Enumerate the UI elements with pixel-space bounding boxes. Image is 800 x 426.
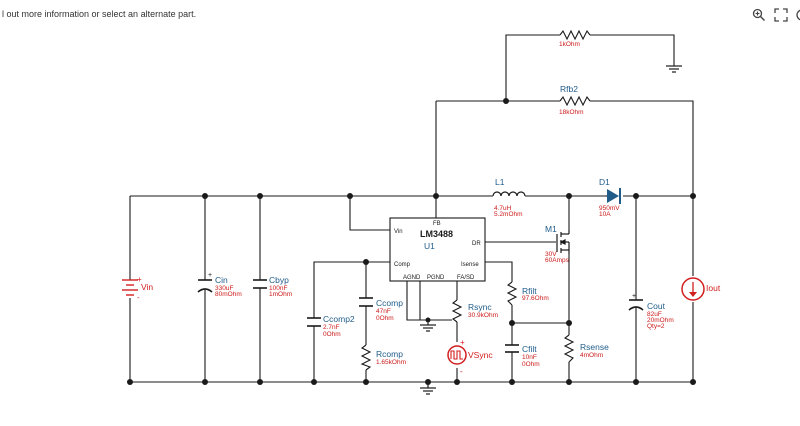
m1-value2: 60Amps — [545, 257, 570, 264]
vsync-plus: + — [460, 338, 465, 347]
toolbar: l out more information or select an alte… — [0, 0, 800, 30]
cbyp-value: 100nF — [269, 285, 287, 292]
rsync-name: Rsync — [468, 302, 492, 312]
l1-name: L1 — [495, 177, 505, 187]
cin-value2: 80mOhm — [215, 291, 242, 298]
u1-part: LM3488 — [420, 229, 453, 239]
fullscreen-button[interactable] — [772, 6, 790, 24]
cin-name: Cin — [215, 275, 228, 285]
vin-name: Vin — [141, 282, 153, 292]
cap-ccomp — [359, 297, 373, 307]
rfb2-name: Rfb2 — [560, 84, 578, 94]
iout-source — [681, 277, 705, 301]
l1-value2: 5.2mOhm — [494, 211, 523, 218]
grounds — [420, 65, 682, 395]
u1-name: U1 — [424, 241, 435, 251]
rcomp-value: 1.65kOhm — [376, 359, 406, 366]
vin-minus: - — [137, 293, 140, 302]
rsync-value: 30.9kOhm — [468, 312, 498, 319]
u1-vin-pin: Vin — [394, 229, 403, 235]
rcomp-name: Rcomp — [376, 349, 403, 359]
circle-icon — [796, 9, 800, 21]
resistor-rsync — [451, 299, 463, 323]
ccomp2-value2: 0Ohm — [323, 331, 341, 338]
u1-fasd-pin: FA/SD — [457, 275, 475, 281]
resistors — [360, 29, 591, 371]
cap-ccomp2 — [307, 317, 321, 327]
capacitors — [197, 279, 644, 353]
rfilt-name: Rfilt — [522, 286, 537, 296]
mosfet-m1 — [556, 230, 570, 254]
u1-comp-pin: Comp — [394, 262, 411, 268]
fullscreen-icon — [774, 8, 788, 22]
rfb2-value: 18kOhm — [559, 109, 584, 116]
vsync-name: VSync — [468, 350, 493, 360]
resistor-rcomp — [360, 344, 372, 371]
cbyp-name: Cbyp — [269, 275, 289, 285]
ccomp2-value: 2.7nF — [323, 324, 340, 331]
rfilt-value: 97.6Ohm — [522, 295, 549, 302]
cbyp-value2: 1mOhm — [269, 291, 292, 298]
ccomp2-name: Ccomp2 — [323, 314, 355, 324]
cap-cfilt — [505, 344, 519, 353]
diode-d1 — [605, 188, 621, 204]
m1-name: M1 — [545, 224, 557, 234]
cout-polarity: + — [632, 293, 636, 300]
rsense-value: 4mOhm — [580, 352, 603, 359]
l1-value: 4.7uH — [494, 205, 512, 212]
hint-text: l out more information or select an alte… — [2, 9, 197, 19]
cout-value2: 20mOhm — [647, 317, 674, 324]
u1-fb-pin: FB — [433, 221, 441, 227]
cin-polarity: + — [208, 272, 212, 279]
u1-dr-pin: DR — [472, 241, 481, 247]
m1-value: 30V — [545, 251, 557, 258]
ground-ic — [420, 324, 436, 332]
cout-name: Cout — [647, 301, 666, 311]
cap-cbyp — [253, 279, 267, 289]
u1-pgnd-pin: PGND — [427, 275, 445, 281]
cout-value: 82uF — [647, 311, 662, 318]
cap-cin — [197, 279, 213, 293]
ground-top — [666, 65, 682, 73]
cin-value: 330uF — [215, 285, 233, 292]
cout-value3: Qty=2 — [647, 323, 665, 330]
ccomp-name: Ccomp — [376, 298, 403, 308]
inductor-l1 — [492, 191, 526, 197]
junction-dots — [127, 98, 696, 385]
r-top-value: 1kOhm — [559, 41, 580, 48]
zoom-in-button[interactable] — [750, 6, 768, 24]
labels: 1kOhm Rfb2 18kOhm L1 4.7uH 5.2mOhm D1 95… — [141, 41, 721, 368]
resistor-rsense — [563, 334, 575, 363]
u1-agnd-pin: AGND — [403, 275, 421, 281]
cap-cout — [628, 299, 644, 311]
rsense-name: Rsense — [580, 342, 609, 352]
resistor-rfilt — [506, 281, 518, 306]
vin-plus: + — [137, 275, 142, 284]
zoom-in-icon — [752, 8, 766, 22]
vsync-source — [447, 345, 467, 365]
ccomp-value: 47nF — [376, 308, 391, 315]
cfilt-name: Cfilt — [522, 344, 537, 354]
cfilt-value: 10nF — [522, 354, 537, 361]
ccomp-value2: 0Ohm — [376, 315, 394, 322]
d1-value: 950mV — [599, 205, 620, 212]
resistor-rfb2 — [559, 95, 591, 107]
cfilt-value2: 0Ohm — [522, 361, 540, 368]
resistor-1k — [559, 29, 591, 41]
vsync-minus: - — [460, 367, 463, 376]
battery-vin — [122, 279, 138, 296]
iout-name: Iout — [706, 283, 721, 293]
d1-name: D1 — [599, 177, 610, 187]
ic-u1-body[interactable] — [389, 217, 486, 282]
more-button[interactable] — [793, 6, 800, 24]
d1-value2: 10A — [599, 211, 611, 218]
u1-isense-pin: Isense — [461, 262, 479, 268]
